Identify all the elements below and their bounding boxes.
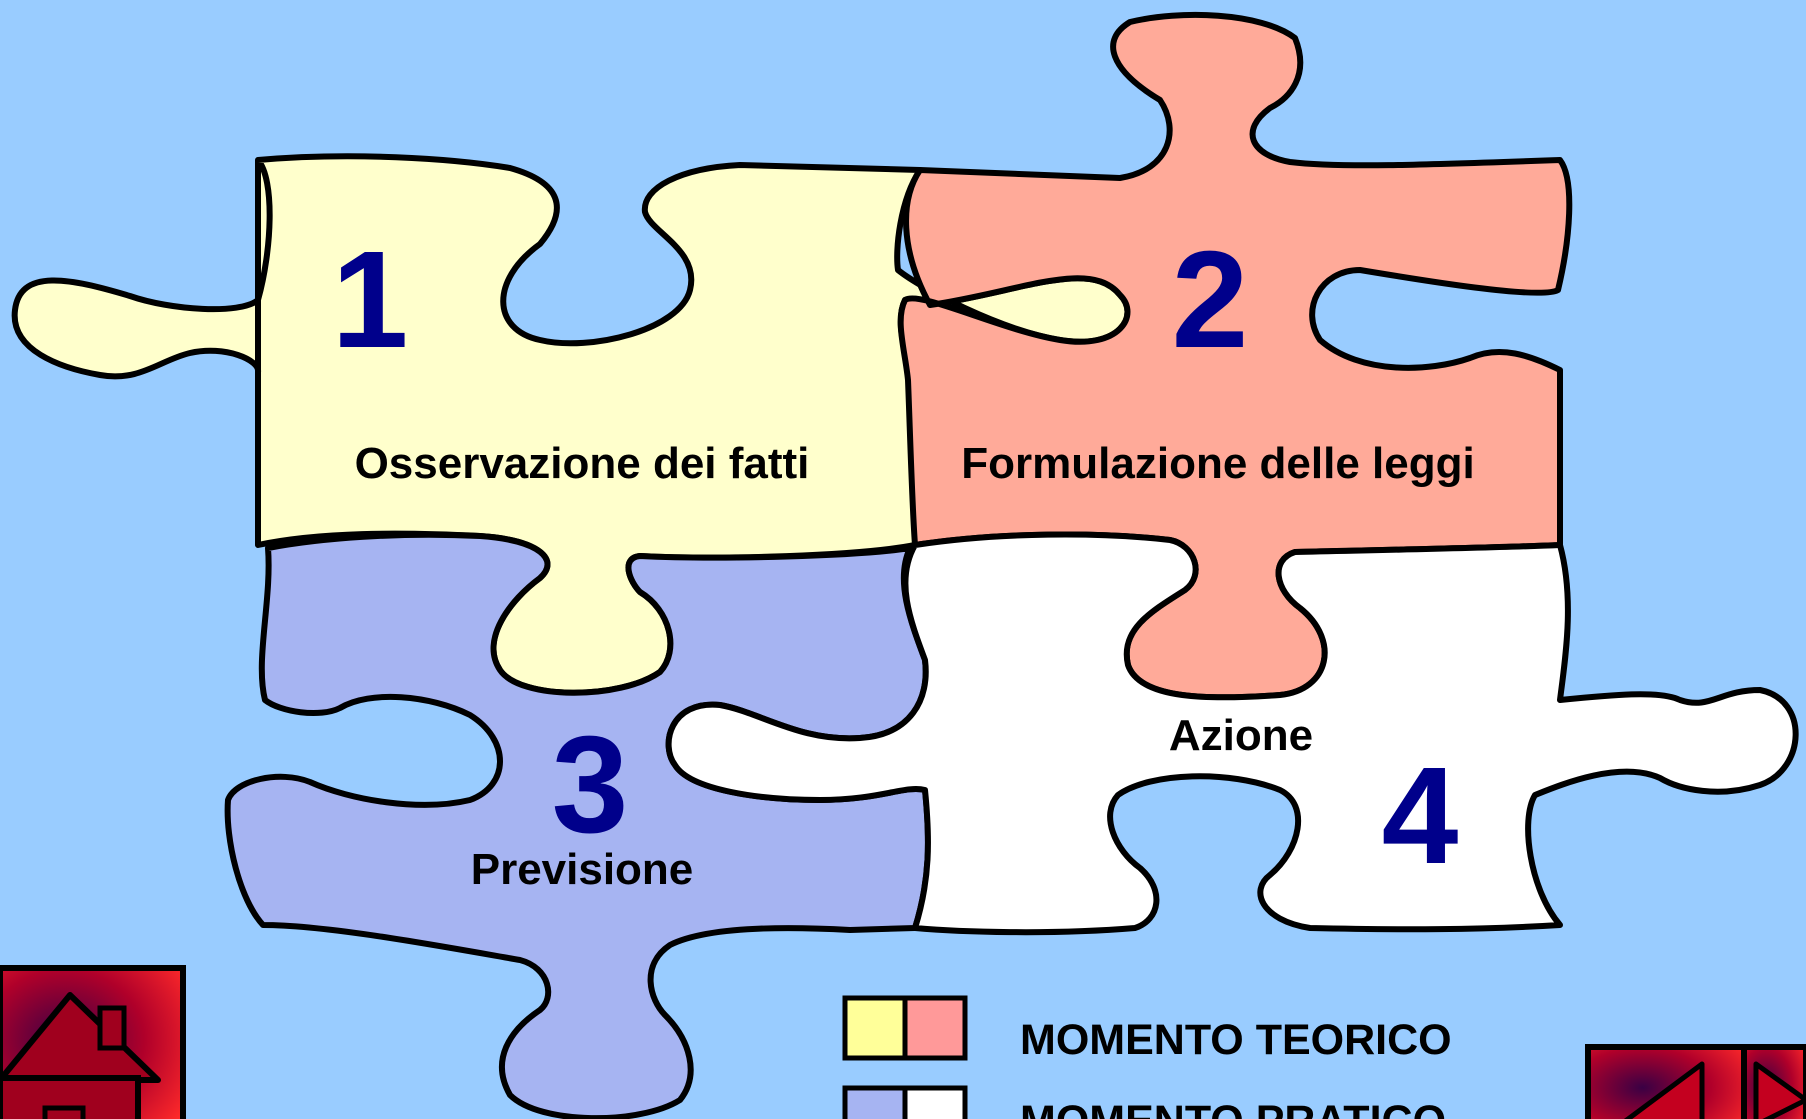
legend-theory-label: MOMENTO TEORICO [1020, 1016, 1452, 1064]
legend-theory-swatch-2 [902, 995, 968, 1061]
legend-practice-swatch-1 [842, 1085, 908, 1119]
piece-2-number: 2 [1172, 223, 1249, 377]
legend-practice-label: MOMENTO PRATICO [1020, 1097, 1446, 1119]
next-button[interactable] [1741, 1044, 1806, 1119]
previous-button[interactable] [1585, 1044, 1747, 1119]
piece-4-number: 4 [1382, 739, 1459, 893]
home-button[interactable] [0, 965, 186, 1119]
puzzle-piece-4 [665, 531, 1799, 936]
previous-triangle-icon [1623, 1061, 1705, 1119]
piece-1-number: 1 [332, 223, 409, 377]
legend-practice-swatch-2 [902, 1085, 968, 1119]
piece-4-label: Azione [1169, 711, 1313, 760]
piece-3-number: 3 [552, 708, 629, 862]
legend-theory-swatch-1 [842, 995, 908, 1061]
house-icon [0, 992, 161, 1119]
next-triangle-icon [1753, 1061, 1806, 1119]
legend-theory: MOMENTO TEORICO [842, 995, 1452, 1064]
piece-2-label: Formulazione delle leggi [961, 439, 1474, 488]
legend-practice: MOMENTO PRATICO [842, 1085, 1446, 1119]
piece-1-label: Osservazione dei fatti [355, 439, 810, 488]
piece-3-label: Previsione [471, 845, 694, 894]
